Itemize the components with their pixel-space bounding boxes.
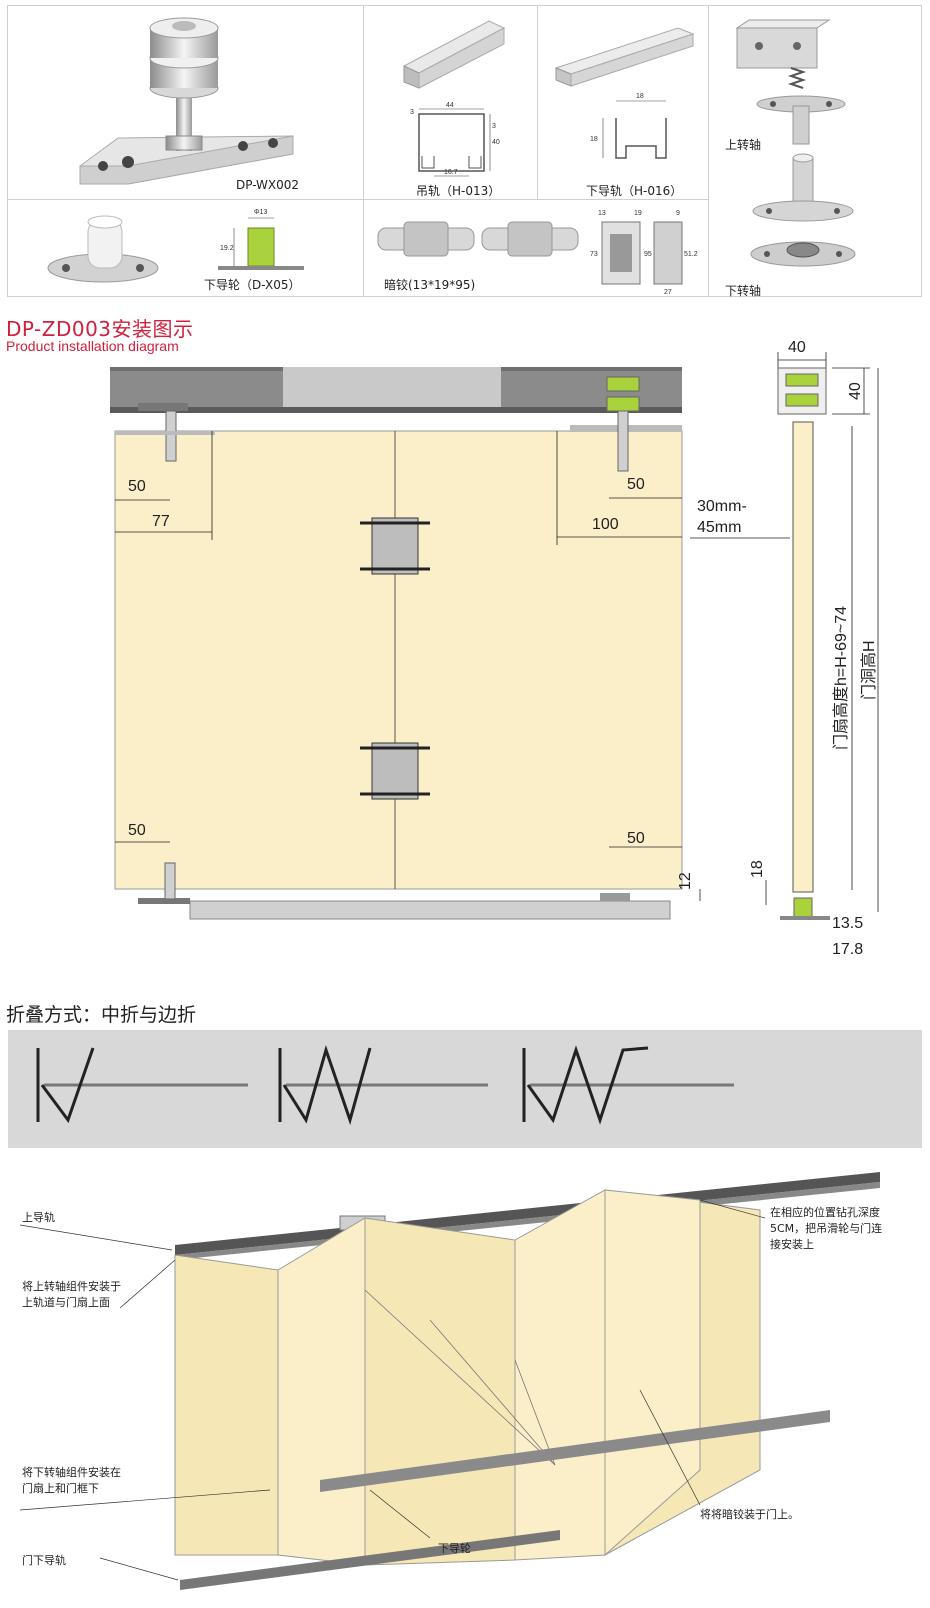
bottom-guide-rail-image: 18 18 — [554, 27, 695, 159]
bottom-guide-wheel-image: Φ13 19.2 — [47, 209, 304, 283]
dim-bottom-left-50: 50 — [128, 822, 146, 839]
callout-drill-2: 5CM，把吊滑轮与门连 — [770, 1222, 883, 1235]
cell-pivot-set: 上转轴 下转轴 — [708, 5, 922, 298]
callout-bottom-guide-wheel: 下导轮 — [438, 1542, 471, 1555]
hinge-dim-b: 19 — [634, 210, 642, 217]
dim-opening-height: 门洞高H — [860, 640, 878, 700]
dim-gap-line1: 30mm- — [697, 498, 747, 515]
hanging-rail-label: 吊轨（H-013） — [416, 184, 501, 198]
hinge-lower — [360, 742, 430, 800]
bottom-guide-rail-width: 18 — [636, 93, 644, 100]
hinge-dim-c: 9 — [676, 210, 680, 217]
hinge-dim-h2: 95 — [644, 251, 652, 258]
hinge-dim-a: 13 — [598, 210, 606, 217]
side-section-drawing: 40 40 18 13.5 17.8 门扇高度h=H-69~74 门洞高H — [749, 339, 879, 958]
dim-side-18: 18 — [749, 860, 766, 878]
cell-bottom-guide-wheel: Φ13 19.2 下导轮（D-X05） — [7, 199, 364, 297]
wheel-height: 19.2 — [220, 245, 234, 252]
dim-side-13-5: 13.5 — [832, 915, 863, 932]
callout-drill-1: 在相应的位置钻孔深度 — [770, 1206, 880, 1219]
hanging-rail-slot: 16.7 — [444, 169, 458, 176]
lower-pivot-label: 下转轴 — [725, 284, 762, 298]
bottom-guide-wheel-label: 下导轮（D-X05） — [204, 278, 301, 292]
wheel-diameter: Φ13 — [254, 209, 267, 216]
hinge-dim-h1: 73 — [590, 251, 598, 258]
front-elevation-drawing: 50 77 50 100 50 50 12 30mm- 45mm — [110, 367, 790, 920]
cell-bottom-guide-rail: 18 18 下导轨（H-016） — [537, 5, 709, 200]
dim-gap-line2: 45mm — [697, 519, 741, 536]
hidden-hinge-label: 暗铰(13*19*95) — [384, 278, 476, 292]
folding-door-3d-illustration — [19, 1172, 880, 1590]
hanging-rail-inner: 3 — [492, 123, 496, 130]
installation-title: DP-ZD003安装图示 — [6, 317, 194, 341]
cell-hidden-hinge: 13 19 9 73 95 51.2 27 暗铰(13*19*95) — [363, 199, 709, 297]
dim-side-40-width: 40 — [788, 339, 806, 356]
cell-pivot-top: DP-WX002 — [7, 5, 364, 200]
cell-hanging-rail: 44 40 3 3 16.7 吊轨（H-013） — [363, 5, 538, 200]
hinge-dim-w: 27 — [664, 289, 672, 296]
hanging-rail-lip: 3 — [410, 109, 414, 116]
dim-top-right-50: 50 — [627, 476, 645, 493]
hanging-rail-width: 44 — [446, 102, 454, 109]
hanging-rail-height: 40 — [492, 139, 500, 146]
dim-leaf-height: 门扇高度h=H-69~74 — [832, 606, 850, 750]
upper-pivot-label: 上转轴 — [725, 138, 762, 152]
bottom-guide-rail-label: 下导轨（H-016） — [586, 184, 683, 198]
callout-upper-pivot-2: 上轨道与门扇上面 — [22, 1296, 110, 1309]
folding-title: 折叠方式：中折与边折 — [6, 1004, 197, 1026]
hinge-upper — [360, 517, 430, 575]
dim-side-17-8: 17.8 — [832, 941, 863, 958]
dim-side-40-height: 40 — [847, 382, 864, 400]
hanging-rail-image: 44 40 3 3 16.7 — [402, 20, 506, 177]
bottom-guide-rail-height: 18 — [590, 136, 598, 143]
callout-lower-pivot-2: 门扇上和门框下 — [22, 1482, 99, 1495]
folding-band — [8, 1030, 922, 1148]
hidden-hinge-image: 13 19 9 73 95 51.2 27 — [377, 210, 698, 296]
callout-door-bottom-rail: 门下导轨 — [22, 1554, 66, 1567]
dim-top-right-100: 100 — [592, 516, 619, 533]
callout-upper-pivot-1: 将上转轴组件安装于 — [22, 1280, 121, 1293]
pivot-top-label: DP-WX002 — [236, 178, 300, 192]
pivot-set-image — [735, 19, 856, 267]
dim-bottom-12: 12 — [677, 872, 694, 890]
callout-lower-pivot-1: 将下转轴组件安装在 — [22, 1466, 121, 1479]
callout-drill-3: 接安装上 — [770, 1238, 814, 1251]
hinge-dim-h3: 51.2 — [684, 251, 698, 258]
callout-hinge-install: 将将暗铰装于门上。 — [700, 1508, 799, 1521]
folding-patterns — [36, 1044, 734, 1126]
dim-top-left-77: 77 — [152, 513, 170, 530]
dim-bottom-right-50: 50 — [627, 830, 645, 847]
installation-subtitle: Product installation diagram — [6, 338, 179, 354]
dim-top-left-50: 50 — [128, 478, 146, 495]
pivot-top-image — [79, 17, 294, 185]
callout-upper-rail: 上导轨 — [22, 1211, 55, 1224]
